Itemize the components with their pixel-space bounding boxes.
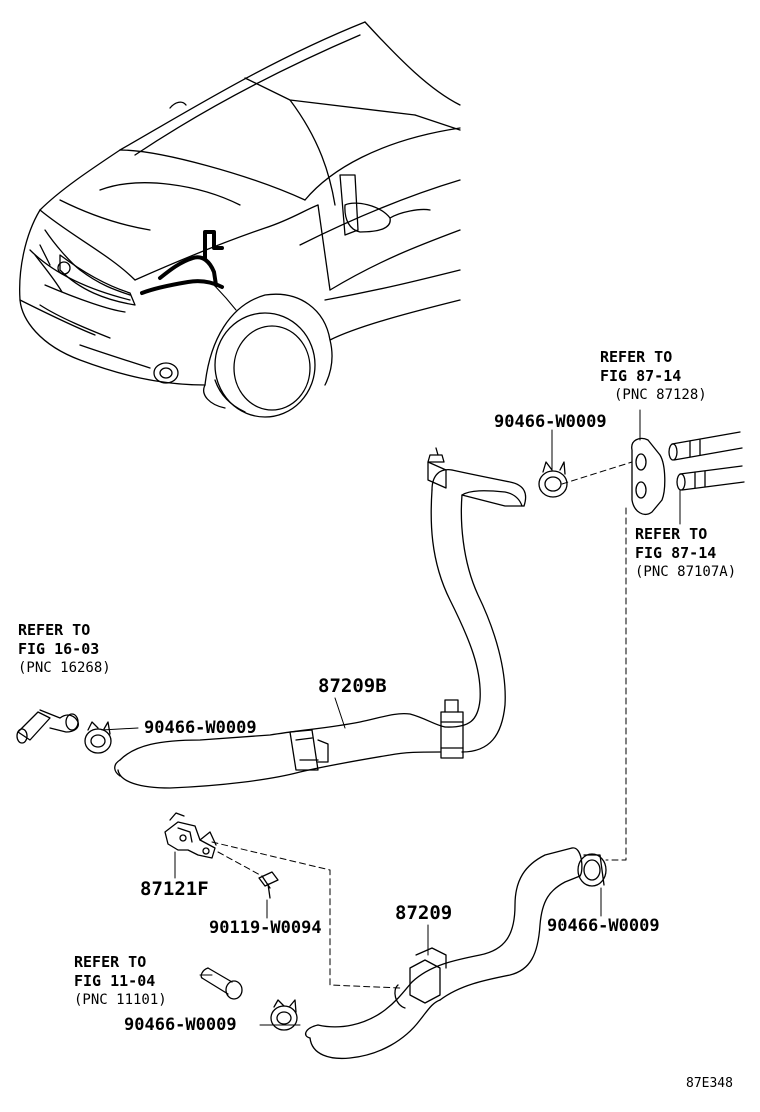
callout-bolt: 90119-W0094 <box>209 918 322 938</box>
bottom-nipple <box>200 967 243 1000</box>
clamp-bottom <box>270 999 298 1031</box>
upper-hose-87209b <box>114 447 527 789</box>
clamp-top <box>538 461 568 498</box>
reference-left-line2: FIG 16-03 <box>18 640 100 658</box>
callout-clamp-left: 90466-W0009 <box>144 718 257 738</box>
reference-bottom-line3: (PNC 11101) <box>74 992 167 1008</box>
reference-bottom: REFER TO FIG 11-04 (PNC 11101) <box>74 955 167 1011</box>
left-nipple <box>16 709 80 744</box>
reference-left-line1: REFER TO <box>18 621 91 639</box>
reference-left-line3: (PNC 16268) <box>18 660 111 676</box>
callout-hose-upper: 87209B <box>318 675 387 697</box>
callout-clamp-bottom: 90466-W0009 <box>124 1015 237 1035</box>
reference-top-right: REFER TO FIG 87-14 (PNC 87128) <box>600 350 707 406</box>
reference-top-right-line3: (PNC 87128) <box>614 387 707 403</box>
reference-bottom-line2: FIG 11-04 <box>74 972 156 990</box>
reference-bottom-line1: REFER TO <box>74 953 147 971</box>
bolt-90119 <box>258 871 279 899</box>
reference-mid-right-line3: (PNC 87107A) <box>635 564 737 580</box>
heater-fitting <box>631 431 745 515</box>
dashed-lines <box>211 461 633 989</box>
callout-bracket: 87121F <box>140 878 209 900</box>
bracket-87121f <box>164 812 217 859</box>
callout-hose-lower: 87209 <box>395 902 453 924</box>
figure-code: 87E348 <box>686 1076 733 1091</box>
reference-left: REFER TO FIG 16-03 (PNC 16268) <box>18 623 111 679</box>
car-illustration <box>19 21 461 418</box>
lower-hose-87209 <box>304 847 583 1060</box>
callout-clamp-right: 90466-W0009 <box>547 916 660 936</box>
callout-clamp-top: 90466-W0009 <box>494 412 607 432</box>
clamp-left <box>84 721 112 754</box>
reference-top-right-line2: FIG 87-14 <box>600 367 682 385</box>
reference-top-right-line1: REFER TO <box>600 348 673 366</box>
reference-mid-right-line1: REFER TO <box>635 525 708 543</box>
reference-mid-right-line2: FIG 87-14 <box>635 544 717 562</box>
leader-lines <box>101 409 681 1026</box>
clamp-right <box>577 853 607 887</box>
reference-mid-right: REFER TO FIG 87-14 (PNC 87107A) <box>635 527 736 583</box>
